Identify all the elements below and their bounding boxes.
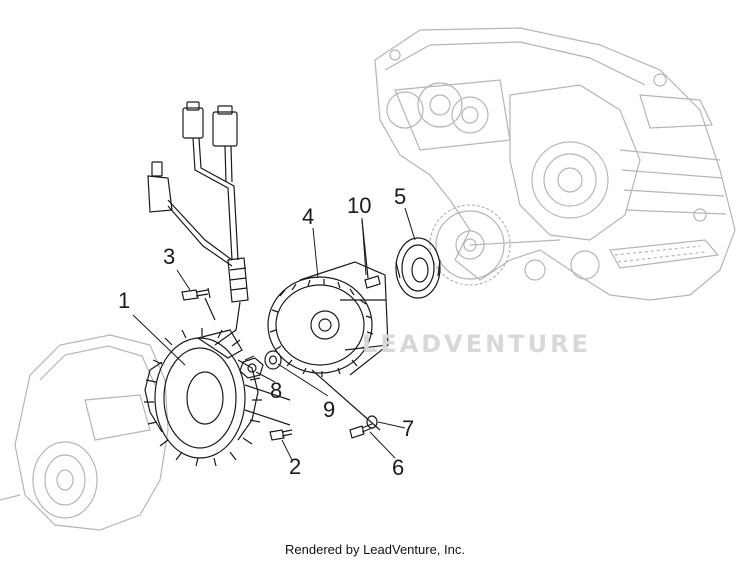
washer-9 (264, 350, 282, 370)
leader-9 (277, 363, 329, 397)
spade-connector (151, 161, 163, 177)
engine-crankcase-ghost (374, 27, 736, 301)
callout-8: 8 (270, 378, 282, 403)
leader-7 (377, 421, 406, 429)
leader-2 (281, 439, 293, 461)
leader-5 (404, 207, 416, 241)
wiring-harness (147, 101, 249, 346)
leader-1 (132, 314, 186, 366)
render-credit: Rendered by LeadVenture, Inc. (285, 542, 465, 557)
callout-4: 4 (302, 204, 314, 229)
callout-1: 1 (118, 288, 130, 313)
flywheel-rotor (267, 261, 389, 431)
washer-7 (366, 415, 378, 429)
bolt-6 (349, 425, 365, 439)
fasteners (181, 287, 378, 441)
leader-3 (176, 269, 191, 291)
leader-6 (369, 431, 396, 459)
stator (144, 328, 291, 467)
leader-4 (312, 227, 319, 279)
connector-left (182, 107, 204, 139)
watermark: LEADVENTURE (362, 330, 591, 358)
harness-grommet (227, 257, 249, 303)
callout-labels: 1 2 3 4 5 6 7 8 9 10 (118, 184, 414, 480)
callout-10: 10 (347, 193, 371, 218)
leader-8 (255, 371, 276, 383)
leader-lines (132, 207, 416, 461)
callout-3: 3 (163, 244, 175, 269)
callout-2: 2 (289, 454, 301, 479)
bolt-2 (269, 429, 285, 441)
starter-gear-ghost (429, 204, 561, 286)
bolt-3 (181, 289, 199, 301)
callout-9: 9 (323, 397, 335, 422)
pickup-coil (196, 329, 243, 359)
watermark-text: LEADVENTURE (362, 330, 591, 358)
side-cover-ghost (0, 334, 169, 531)
callout-7: 7 (402, 416, 414, 441)
freewheel-clutch (395, 237, 441, 299)
nut-8 (239, 357, 264, 379)
callout-6: 6 (392, 455, 404, 480)
leader-10 (361, 217, 367, 276)
callout-5: 5 (394, 184, 406, 209)
connector-right (212, 111, 238, 147)
